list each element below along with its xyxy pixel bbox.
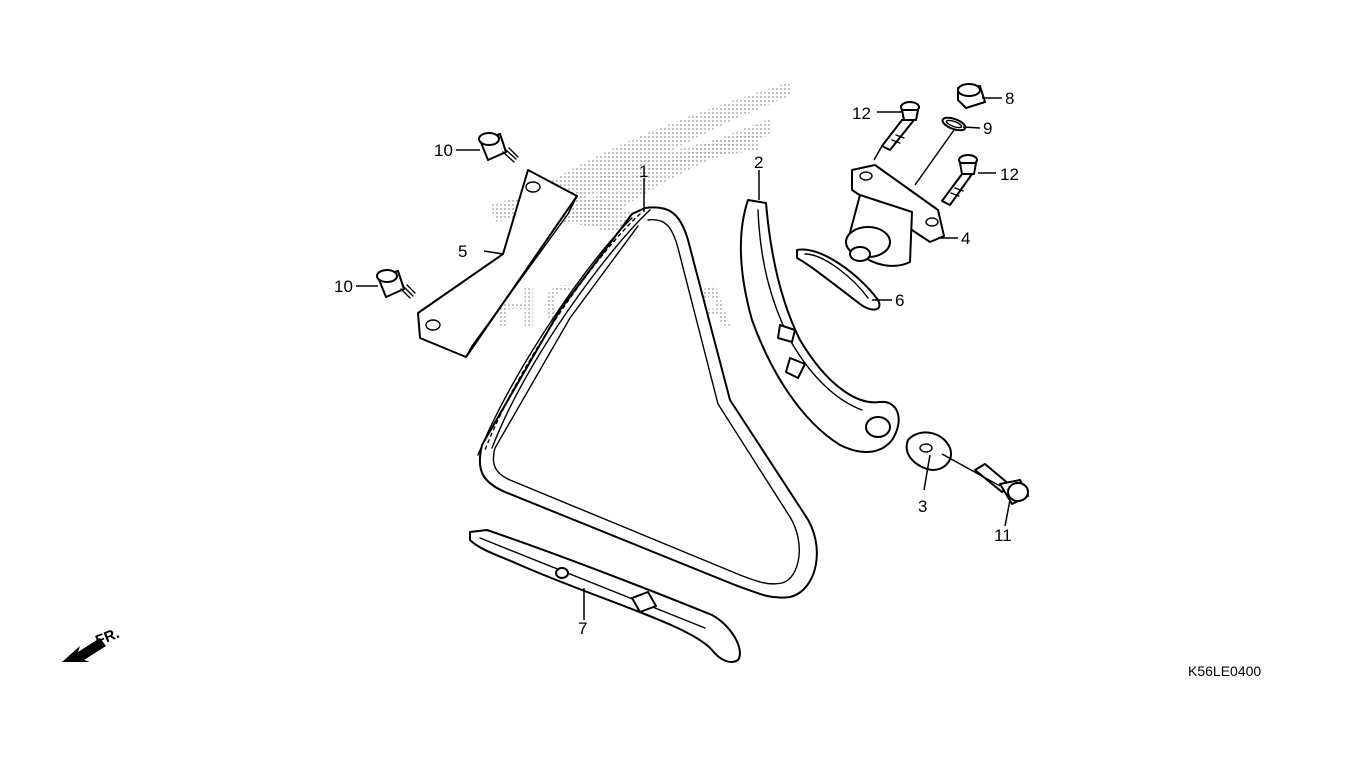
callout-5: 5 — [458, 242, 467, 261]
part-5-bracket-plate — [417, 169, 578, 358]
callout-labels: 1 2 3 4 5 6 7 8 9 10 10 11 12 12 — [334, 89, 1019, 638]
part-10-bolt-lower — [376, 269, 416, 299]
drawing-code: K56LE0400 — [1188, 663, 1261, 679]
part-1-cam-chain — [477, 206, 818, 599]
callout-10-lower: 10 — [334, 277, 353, 296]
callout-8: 8 — [1005, 89, 1014, 108]
part-10-bolt-upper — [478, 132, 519, 163]
part-12-bolt-right — [941, 154, 978, 206]
callout-7: 7 — [578, 619, 587, 638]
front-arrow-icon — [62, 638, 106, 662]
callout-12-upper: 12 — [852, 104, 871, 123]
callout-10-upper: 10 — [434, 141, 453, 160]
callout-2: 2 — [754, 153, 763, 172]
part-4-tensioner-lifter — [845, 164, 945, 267]
part-6-gasket — [796, 248, 881, 311]
part-11-pivot-bolt — [974, 463, 1029, 505]
front-label: FR. — [93, 625, 122, 650]
callout-3: 3 — [918, 497, 927, 516]
part-12-bolt-upper — [881, 101, 920, 151]
callout-9: 9 — [983, 119, 992, 138]
leader-lines — [356, 97, 1011, 620]
part-3-collar — [905, 431, 952, 471]
front-direction-indicator: FR. — [62, 625, 122, 662]
callout-12-right: 12 — [1000, 165, 1019, 184]
callout-6: 6 — [895, 291, 904, 310]
part-8-cap-bolt — [957, 83, 986, 109]
callout-11: 11 — [994, 526, 1012, 545]
part-9-o-ring — [941, 116, 967, 132]
part-7-chain-guide — [469, 529, 741, 663]
part-2-tensioner-arm — [739, 199, 900, 453]
callout-1: 1 — [639, 162, 648, 181]
callout-4: 4 — [961, 229, 970, 248]
